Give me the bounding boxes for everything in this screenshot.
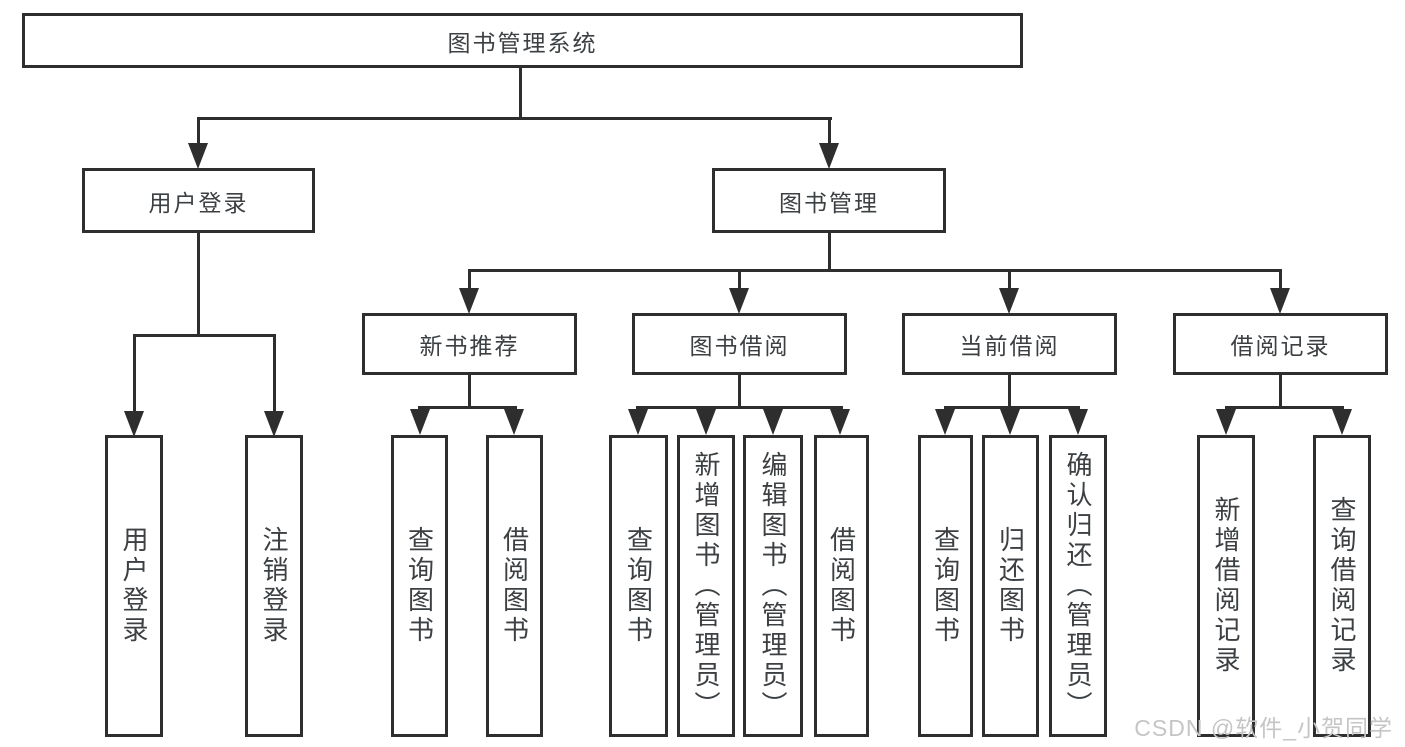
leaf-borrow-books-2: 借阅图书 (814, 435, 869, 737)
connector-drop-book-borrow (738, 269, 741, 290)
leaf-query-books-3: 查询图书 (918, 435, 973, 737)
arrow-to-leaf-return-books (1000, 409, 1020, 435)
leaf-logout: 注销登录 (245, 435, 303, 737)
leaf-query-books-1-label: 查询图书 (404, 526, 435, 646)
arrow-to-leaf-query-books-2 (628, 409, 648, 435)
node-user-login: 用户登录 (82, 168, 315, 233)
connector-borrow-records-branch (1225, 406, 1344, 409)
node-current-borrow: 当前借阅 (902, 313, 1117, 375)
leaf-add-book-admin-label: 新增图书（管理员） (691, 451, 721, 721)
node-current-borrow-label: 当前借阅 (959, 333, 1060, 359)
leaf-user-login: 用户登录 (105, 435, 163, 737)
node-user-login-label: 用户登录 (148, 189, 249, 216)
arrow-to-leaf-borrow-books-2 (830, 409, 850, 435)
leaf-query-books-3-label: 查询图书 (930, 526, 961, 646)
arrow-to-borrow-records (1270, 288, 1290, 314)
arrow-to-leaf-add-borrow-record (1216, 409, 1236, 435)
arrow-to-leaf-user-login (124, 411, 144, 437)
arrow-to-leaf-logout (264, 411, 284, 437)
leaf-return-books-label: 归还图书 (995, 526, 1026, 646)
connector-root-branch (197, 117, 832, 120)
connector-user-login-branch (133, 334, 276, 337)
leaf-query-borrow-record-label: 查询借阅记录 (1327, 496, 1357, 676)
leaf-add-borrow-record: 新增借阅记录 (1197, 435, 1255, 737)
connector-root-drop-right (828, 117, 831, 145)
connector-drop-current-borrow (1008, 269, 1011, 290)
connector-root-stem (519, 68, 522, 120)
leaf-logout-label: 注销登录 (259, 526, 289, 646)
connector-drop-new-book (468, 269, 471, 290)
connector-book-mgmt-stem (828, 233, 831, 271)
leaf-add-book-admin: 新增图书（管理员） (677, 435, 735, 737)
leaf-query-books-1: 查询图书 (391, 435, 448, 737)
leaf-edit-book-admin: 编辑图书（管理员） (743, 435, 803, 737)
connector-current-borrow-branch (944, 406, 1080, 409)
connector-borrow-records-stem (1279, 375, 1282, 408)
arrow-to-leaf-query-borrow-record (1332, 409, 1352, 435)
arrow-to-leaf-query-books-3 (935, 409, 955, 435)
leaf-borrow-books-1-label: 借阅图书 (499, 526, 530, 646)
arrow-to-book-borrow (729, 288, 749, 314)
leaf-confirm-return-admin: 确认归还（管理员） (1049, 435, 1107, 737)
leaf-add-borrow-record-label: 新增借阅记录 (1211, 496, 1241, 676)
connector-book-borrow-branch (636, 406, 843, 409)
leaf-confirm-return-admin-label: 确认归还（管理员） (1063, 451, 1093, 721)
connector-user-login-stem (197, 233, 200, 336)
connector-root-drop-left (197, 117, 200, 145)
leaf-query-borrow-record: 查询借阅记录 (1313, 435, 1371, 737)
connector-user-login-drop-right (273, 334, 276, 411)
leaf-return-books: 归还图书 (982, 435, 1039, 737)
leaf-query-books-2: 查询图书 (609, 435, 668, 737)
node-book-management: 图书管理 (712, 168, 946, 233)
node-new-book-recommend-label: 新书推荐 (419, 333, 520, 359)
arrow-to-book-management (819, 143, 839, 169)
arrow-to-user-login (188, 143, 208, 169)
arrow-to-leaf-edit-book (763, 409, 783, 435)
leaf-query-books-2-label: 查询图书 (623, 526, 654, 646)
connector-book-borrow-stem (738, 375, 741, 408)
node-root-label: 图书管理系统 (447, 29, 598, 56)
connector-current-borrow-stem (1008, 375, 1011, 408)
node-book-borrow: 图书借阅 (632, 313, 847, 375)
arrow-to-new-book-recommend (459, 288, 479, 314)
node-new-book-recommend: 新书推荐 (362, 313, 577, 375)
node-borrow-records: 借阅记录 (1173, 313, 1388, 375)
arrow-to-current-borrow (999, 288, 1019, 314)
node-root: 图书管理系统 (22, 13, 1023, 68)
leaf-borrow-books-2-label: 借阅图书 (826, 526, 857, 646)
arrow-to-leaf-confirm-return (1068, 409, 1088, 435)
leaf-borrow-books-1: 借阅图书 (486, 435, 543, 737)
leaf-user-login-label: 用户登录 (119, 526, 149, 646)
csdn-watermark: CSDN @软件_小贺同学 (1134, 715, 1393, 741)
node-borrow-records-label: 借阅记录 (1230, 333, 1331, 359)
leaf-edit-book-admin-label: 编辑图书（管理员） (758, 451, 788, 721)
connector-book-mgmt-branch (468, 269, 1282, 272)
connector-user-login-drop-left (133, 334, 136, 411)
connector-new-book-stem (468, 375, 471, 408)
node-book-borrow-label: 图书借阅 (689, 333, 790, 359)
arrow-to-leaf-add-book (696, 409, 716, 435)
connector-drop-borrow-records (1279, 269, 1282, 290)
connector-new-book-branch (418, 406, 517, 409)
arrow-to-leaf-query-books-1 (410, 409, 430, 435)
arrow-to-leaf-borrow-books-1 (504, 409, 524, 435)
node-book-management-label: 图书管理 (779, 189, 879, 216)
